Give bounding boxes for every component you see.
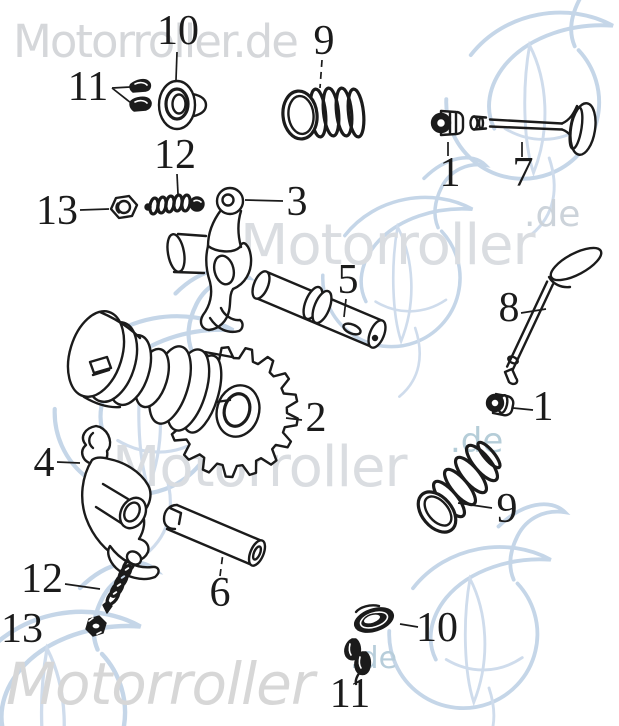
callout-9-lower: 9: [497, 486, 518, 532]
part-lock-nut-top: [109, 194, 139, 220]
callout-10-lower: 10: [416, 605, 458, 651]
callout-2: 2: [306, 395, 327, 441]
callout-11-lower: 11: [330, 671, 370, 717]
part-valve-spring-top: [281, 86, 366, 141]
watermark-middle: Motorroller: [240, 213, 536, 278]
leader-9-lower: [457, 502, 493, 509]
part-valve-cotters-lower: [344, 638, 372, 686]
part-stem-seal-lower: [485, 392, 515, 417]
part-camshaft-sprocket: [66, 310, 299, 479]
callout-5: 5: [338, 257, 359, 303]
callout-7: 7: [513, 150, 534, 196]
leader-4: [56, 461, 81, 464]
leader-9-top: [319, 59, 323, 89]
watermark-top: Motorroller.de: [13, 15, 297, 68]
callouts: 10 11 12 13 9 3 1 7 5 8 1 2 4 9 12 6 13: [1, 8, 554, 717]
part-valve-cotters-top: [129, 78, 152, 112]
callout-13-top: 13: [36, 188, 78, 234]
part-adjuster-screw-top: [144, 193, 205, 216]
part-valve-angled: [503, 246, 603, 386]
watermark-middle-de: .de: [524, 194, 580, 235]
part-rocker-arm-lower: [80, 424, 160, 581]
leader-6: [219, 552, 224, 577]
part-spring-retainer-top: [157, 79, 208, 131]
part-adjuster-screw-lower: [102, 550, 143, 614]
leader-10-lower: [399, 623, 419, 628]
part-valve-spring-lower: [416, 440, 502, 534]
callout-11-top: 11: [68, 64, 108, 110]
callout-1-lower: 1: [533, 384, 554, 430]
callout-8: 8: [499, 285, 520, 331]
leader-8: [520, 308, 547, 314]
part-rocker-shaft-lower: [162, 503, 267, 567]
part-valve-straight: [469, 102, 597, 156]
leader-11-top: [111, 86, 132, 104]
part-rocker-shaft-upper: [251, 270, 387, 349]
callout-9-top: 9: [314, 18, 335, 64]
callout-13-lower: 13: [1, 606, 43, 652]
leader-2: [285, 417, 303, 421]
callout-6: 6: [210, 570, 231, 616]
leader-10-top: [175, 51, 178, 81]
part-spring-retainer-lower: [353, 604, 395, 633]
leader-13-top: [79, 208, 110, 211]
part-rocker-arm-upper: [166, 186, 253, 333]
leader-12-top: [176, 173, 179, 195]
leader-1-lower: [512, 407, 534, 411]
watermark-bottom: Motorroller: [6, 650, 318, 718]
leader-5: [343, 298, 347, 318]
callout-4: 4: [34, 440, 55, 486]
callout-3: 3: [287, 179, 308, 225]
leader-12-lower: [64, 583, 101, 590]
callout-12-lower: 12: [21, 556, 63, 602]
callout-1-top: 1: [440, 150, 461, 196]
callout-10-top: 10: [157, 8, 199, 54]
part-lock-nut-lower: [85, 615, 107, 637]
callout-12-top: 12: [154, 132, 196, 178]
part-stem-seal-top: [430, 109, 465, 137]
leader-3: [244, 199, 284, 202]
